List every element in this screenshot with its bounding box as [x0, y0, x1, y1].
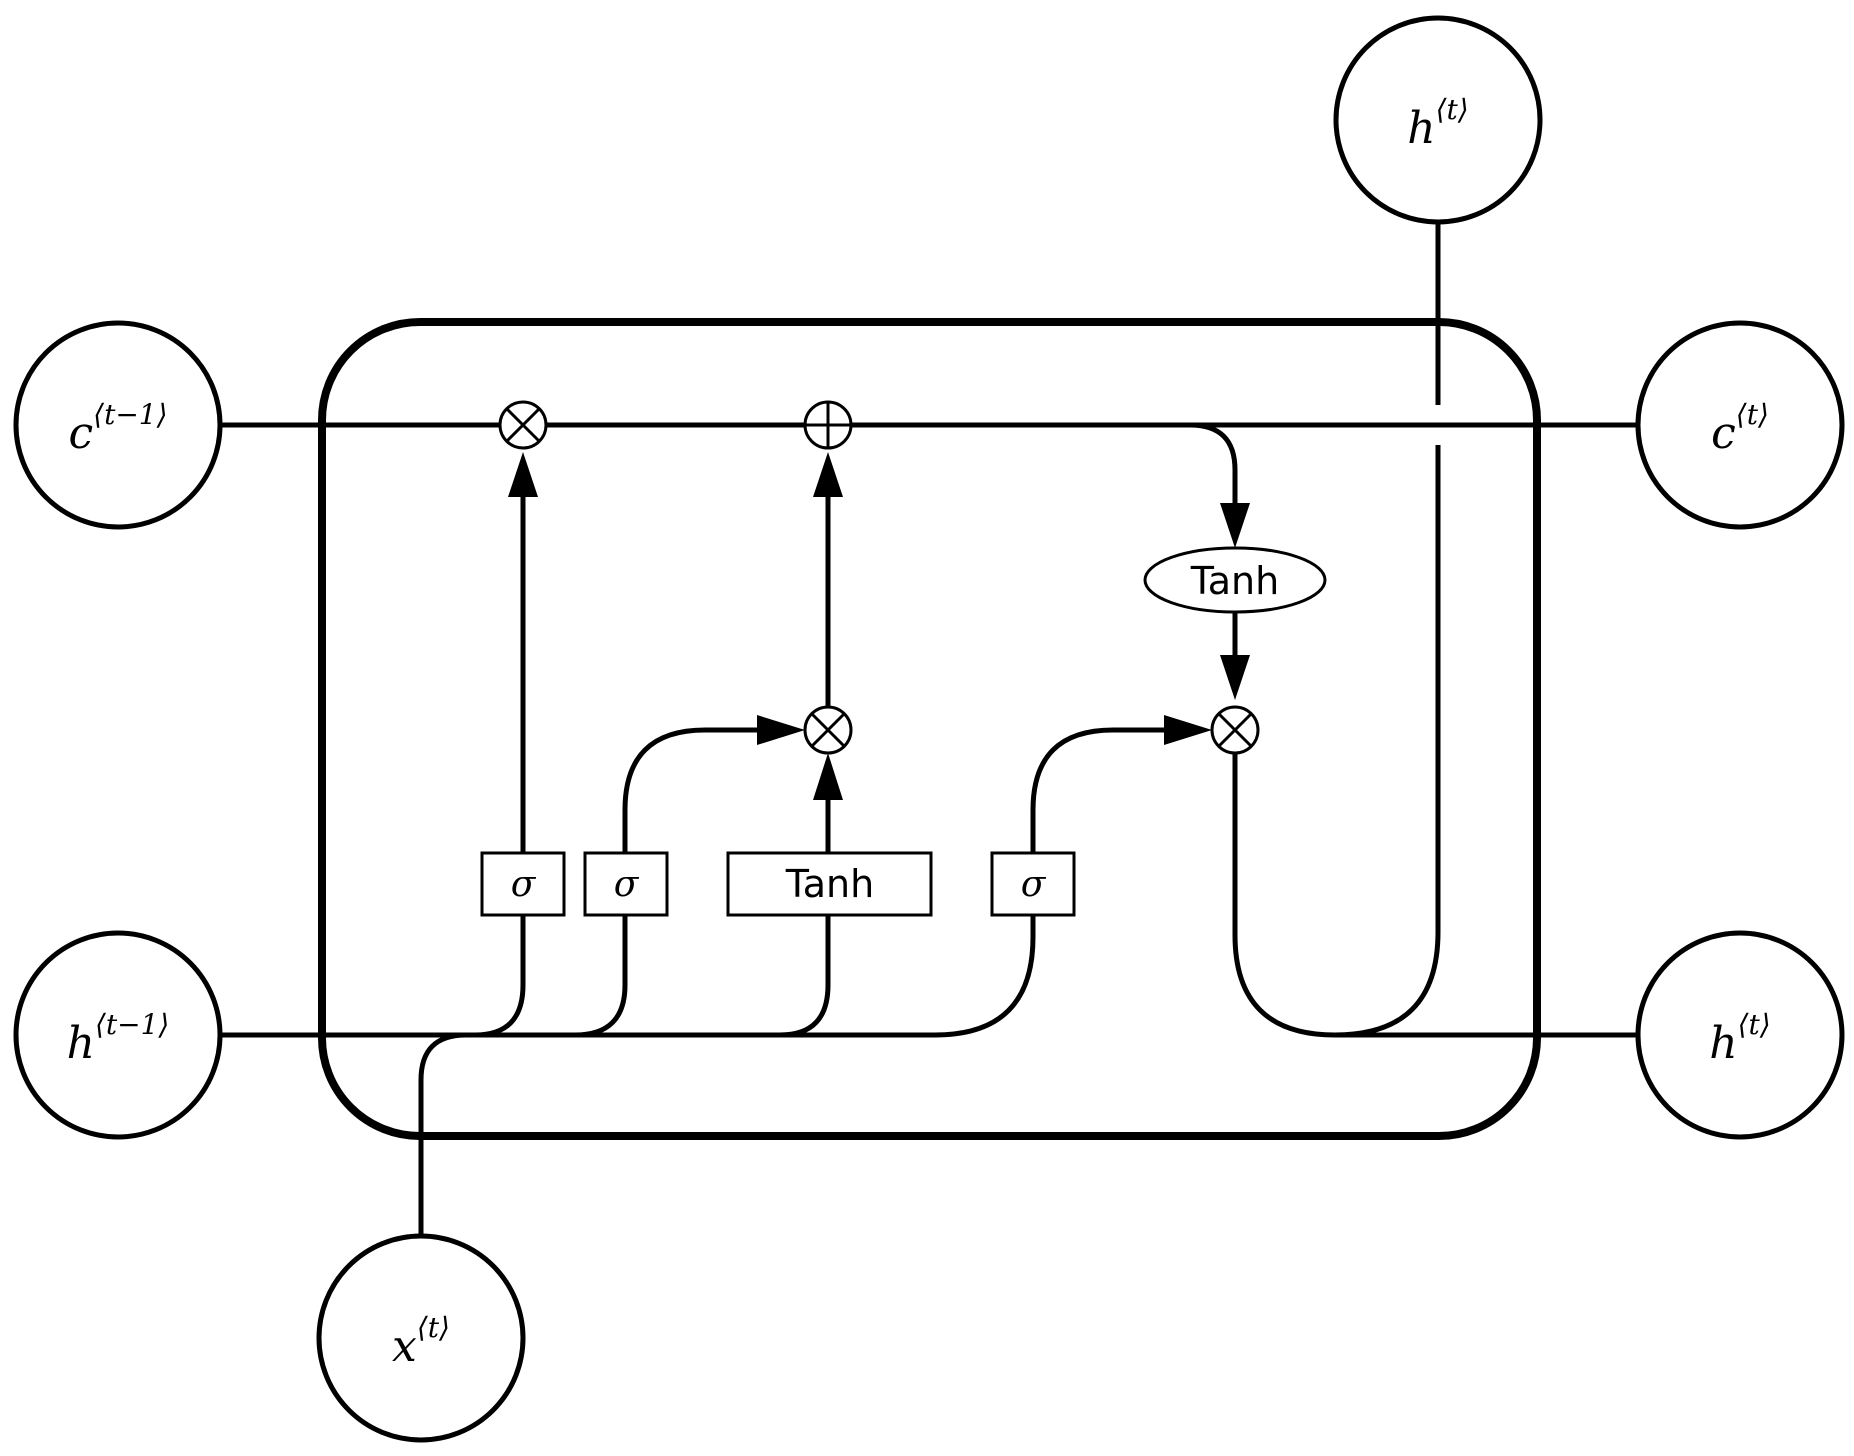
forget-multiply-op	[498, 400, 548, 450]
node-h-t-right: h⟨t⟩	[1635, 930, 1845, 1140]
node-c-t-base: c	[1711, 408, 1736, 459]
node-c-prev-sup: ⟨t−1⟩	[93, 398, 167, 431]
cell-tanh-arrowhead	[1220, 503, 1250, 548]
node-x-t: x⟨t⟩	[316, 1233, 526, 1443]
output-gate-box: σ	[990, 851, 1076, 917]
forget-arrowhead	[508, 452, 538, 497]
svg-text:x⟨t⟩: x⟨t⟩	[392, 1311, 450, 1372]
svg-text:h⟨t⟩: h⟨t⟩	[1407, 93, 1468, 154]
cell-tanh-label: Tanh	[1190, 559, 1279, 603]
node-x-t-sup: ⟨t⟩	[417, 1311, 450, 1344]
input-gate-curve	[622, 727, 760, 853]
cell-add-op	[803, 400, 853, 450]
node-h-t-top: h⟨t⟩	[1333, 15, 1543, 225]
output-branch-line	[934, 915, 1036, 1038]
input-branch-line	[574, 915, 628, 1038]
svg-text:h⟨t⟩: h⟨t⟩	[1709, 1008, 1770, 1069]
add-arrowhead	[813, 452, 843, 497]
node-h-t-top-base: h	[1407, 103, 1435, 154]
cell-tanh-ellipse: Tanh	[1143, 546, 1327, 614]
svg-text:c⟨t⟩: c⟨t⟩	[1711, 398, 1769, 459]
input-gate-box: σ	[583, 851, 669, 917]
forget-gate-label: σ	[511, 864, 537, 905]
node-h-prev-sup: ⟨t−1⟩	[95, 1008, 169, 1041]
hidden-up-curve	[1334, 445, 1441, 1038]
input-multiply-op	[803, 705, 853, 755]
candidate-branch-line	[779, 915, 831, 1038]
node-h-t-right-base: h	[1709, 1018, 1737, 1069]
output-gate-curve	[1030, 727, 1167, 853]
output-multiply-op	[1210, 705, 1260, 755]
candidate-gate-box: Tanh	[726, 851, 933, 917]
node-h-t-top-sup: ⟨t⟩	[1436, 93, 1469, 126]
node-x-t-base: x	[392, 1321, 417, 1372]
svg-text:h⟨t−1⟩: h⟨t−1⟩	[67, 1008, 170, 1069]
candidate-gate-label: Tanh	[785, 862, 874, 906]
svg-text:c⟨t−1⟩: c⟨t−1⟩	[68, 398, 167, 459]
output-gate-label: σ	[1021, 864, 1047, 905]
forget-gate-box: σ	[480, 851, 566, 917]
node-c-t: c⟨t⟩	[1635, 320, 1845, 530]
hidden-output-curve	[1232, 753, 1638, 1038]
node-h-t-right-sup: ⟨t⟩	[1738, 1008, 1771, 1041]
node-c-prev-base: c	[68, 408, 93, 459]
cell-to-tanh-line	[1189, 422, 1238, 505]
node-h-prev-base: h	[67, 1018, 95, 1069]
forget-branch-line	[474, 915, 526, 1038]
node-h-prev: h⟨t−1⟩	[13, 930, 223, 1140]
node-c-t-sup: ⟨t⟩	[1736, 398, 1769, 431]
lstm-cell-boundary	[318, 318, 1541, 1140]
input-gate-arrowhead	[757, 715, 805, 745]
node-c-prev: c⟨t−1⟩	[13, 320, 223, 530]
candidate-arrowhead	[813, 753, 843, 800]
input-gate-label: σ	[614, 864, 640, 905]
output-gate-arrowhead	[1164, 715, 1212, 745]
x-input-line	[418, 1032, 467, 1235]
output-mult-arrowhead	[1220, 655, 1250, 700]
